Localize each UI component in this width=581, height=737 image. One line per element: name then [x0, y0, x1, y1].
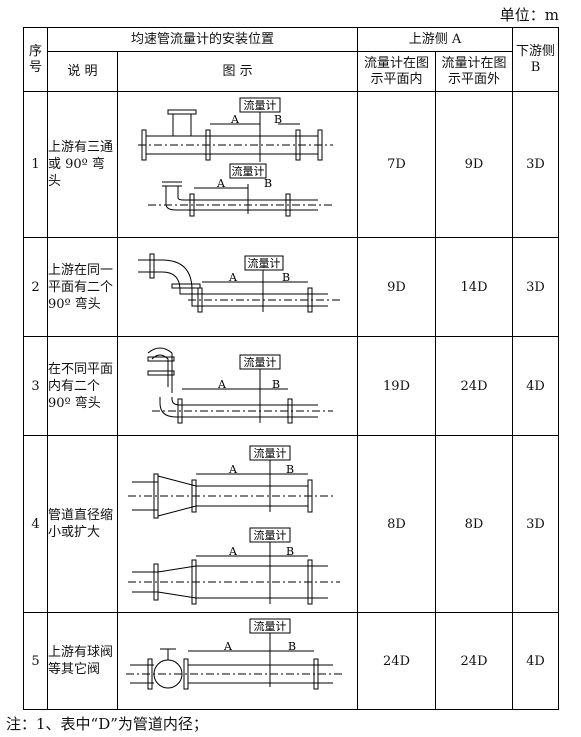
a-out-plane: 9D — [435, 91, 514, 238]
svg-text:B: B — [286, 545, 294, 558]
a-out-plane: 24D — [435, 612, 514, 710]
svg-text:流量计: 流量计 — [248, 256, 281, 270]
a-out-plane: 24D — [435, 336, 514, 436]
a-in-plane: 8D — [357, 435, 437, 613]
table-row: 4 管道直径缩小或扩大 流量计 A B — [23, 435, 560, 613]
svg-text:A: A — [217, 378, 227, 391]
figure-ball-valve: 流量计 A B — [116, 612, 359, 710]
figure-reducer-expander: 流量计 A B 流量计 A B — [116, 435, 359, 613]
row-number: 1 — [23, 91, 48, 238]
row-number: 2 — [23, 237, 48, 337]
row-description: 上游有球阀等其它阀 — [47, 612, 118, 710]
header-desc: 说 明 — [47, 51, 118, 92]
b-downstream: 4D — [512, 336, 560, 436]
svg-text:B: B — [288, 640, 296, 653]
b-downstream: 3D — [512, 91, 560, 238]
header-no: 序号 — [23, 27, 48, 92]
a-out-plane: 14D — [435, 237, 514, 337]
a-in-plane: 9D — [357, 237, 437, 337]
row-description: 上游在同一平面有二个 90º 弯头 — [47, 237, 118, 337]
header-title: 均速管流量计的安装位置 — [46, 27, 359, 52]
header-figure: 图 示 — [116, 51, 359, 92]
svg-text:A: A — [228, 545, 238, 558]
installation-table: 序号 均速管流量计的安装位置 上游侧 A 下游侧 B 说 明 图 示 流量计在图… — [23, 27, 560, 710]
a-in-plane: 19D — [357, 336, 437, 436]
row-number: 4 — [23, 435, 48, 613]
row-description: 在不同平面内有二个 90º 弯头 — [47, 336, 118, 436]
svg-text:流量计: 流量计 — [254, 446, 287, 460]
row-number: 3 — [23, 336, 48, 436]
svg-text:A: A — [223, 640, 233, 653]
figure-two-elbows-different-planes: 流量计 A B — [116, 336, 359, 436]
unit-label: 单位：m — [499, 6, 559, 24]
svg-text:流量计: 流量计 — [232, 164, 265, 178]
row-description: 管道直径缩小或扩大 — [47, 435, 118, 613]
figure-two-elbows-same-plane: 流量计 A B — [116, 237, 359, 337]
svg-text:B: B — [282, 271, 290, 284]
svg-text:B: B — [272, 378, 280, 391]
svg-text:A: A — [230, 113, 240, 126]
row-number: 5 — [23, 612, 48, 710]
table-row: 5 上游有球阀等其它阀 流量计 A B 24D 24D 4D — [23, 612, 560, 710]
b-downstream: 4D — [512, 612, 560, 710]
a-in-plane: 7D — [357, 91, 437, 238]
svg-text:A: A — [228, 271, 238, 284]
b-downstream: 3D — [512, 237, 560, 337]
svg-text:流量计: 流量计 — [254, 528, 287, 542]
svg-text:B: B — [264, 177, 272, 190]
svg-text:A: A — [216, 177, 226, 190]
svg-text:B: B — [274, 113, 282, 126]
a-in-plane: 24D — [357, 612, 437, 710]
header-downstream: 下游侧 B — [512, 27, 560, 92]
table-row: 1 上游有三通或 90º 弯头 流量计 A B — [23, 91, 560, 238]
svg-text:A: A — [228, 463, 238, 476]
row-description: 上游有三通或 90º 弯头 — [47, 91, 118, 238]
b-downstream: 3D — [512, 435, 560, 613]
svg-text:B: B — [286, 463, 294, 476]
header-upstream: 上游侧 A — [357, 27, 514, 52]
meter-label: 流量计 — [244, 98, 277, 112]
footnote: 注：1、表中“D”为管道内径； — [6, 715, 208, 733]
table-row: 2 上游在同一平面有二个 90º 弯头 流量计 A B 9D 14D 3D — [23, 237, 560, 337]
svg-text:流量计: 流量计 — [254, 619, 287, 633]
figure-tee-elbow: 流量计 A B 流量计 A B — [116, 91, 359, 238]
header-upstream-out: 流量计在图示平面外 — [435, 51, 514, 92]
a-out-plane: 8D — [435, 435, 514, 613]
header-upstream-in: 流量计在图示平面内 — [357, 51, 437, 92]
svg-text:流量计: 流量计 — [244, 355, 277, 369]
table-row: 3 在不同平面内有二个 90º 弯头 流量计 A B 19D 24D 4D — [23, 336, 560, 436]
